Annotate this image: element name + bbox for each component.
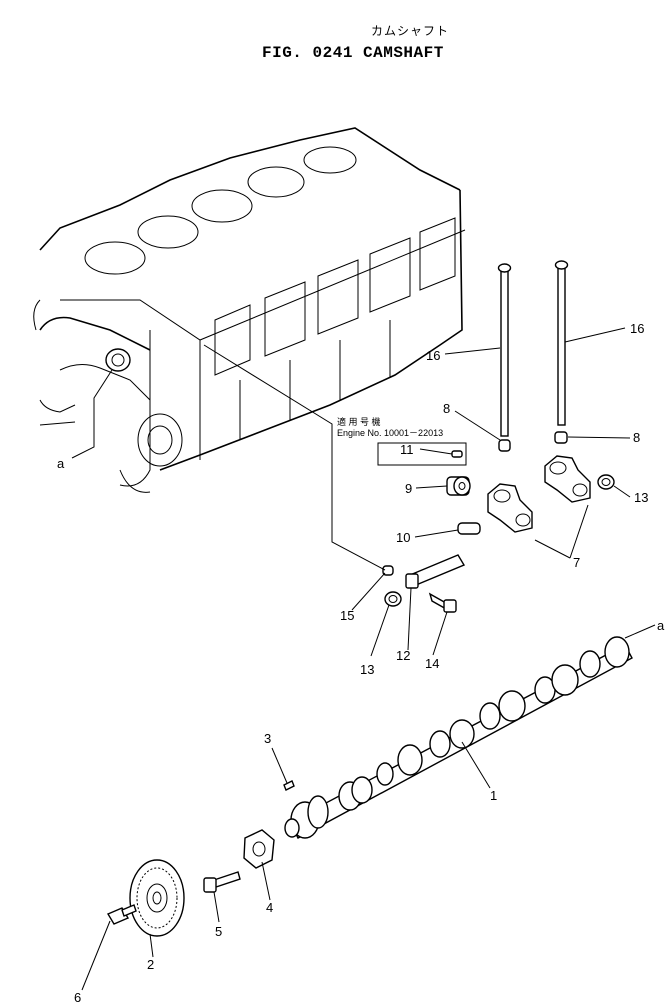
callout-2: 2 (147, 957, 154, 972)
callout-3: 3 (264, 731, 271, 746)
page-title: FIG. 0241 CAMSHAFT (262, 44, 444, 62)
cam-follower-assembly (487, 455, 591, 533)
small-pin (451, 450, 463, 458)
callout-10: 10 (396, 530, 410, 545)
callout-1: 1 (490, 788, 497, 803)
cam-gear (129, 859, 185, 937)
roller (446, 476, 471, 496)
tappet-cap-left (498, 439, 511, 452)
bolt-5 (203, 871, 241, 893)
plug (382, 565, 394, 576)
callout-13-left: 13 (360, 662, 374, 677)
callout-8-right: 8 (633, 430, 640, 445)
callout-a-right: a (657, 618, 665, 633)
snap-ring-right (597, 474, 615, 490)
thrust-plate (243, 829, 275, 869)
callout-8-left: 8 (443, 401, 450, 416)
callout-16-left: 16 (426, 348, 440, 363)
callout-15: 15 (340, 608, 354, 623)
pin (457, 522, 481, 535)
subtitle-jp: カムシャフト (371, 24, 450, 38)
callout-9: 9 (405, 481, 412, 496)
leader-lines (71, 327, 656, 991)
camshaft (284, 636, 633, 839)
callout-6: 6 (74, 990, 81, 1005)
push-rod-right (554, 260, 569, 426)
key (283, 780, 295, 791)
gear-bolt (106, 904, 137, 925)
callout-13-right: 13 (634, 490, 648, 505)
callout-4: 4 (266, 900, 273, 915)
callout-11: 11 (400, 442, 414, 457)
tappet-cap-right (554, 431, 568, 444)
callout-a-left: a (57, 456, 65, 471)
serial-note-label: 適 用 号 機 (337, 416, 381, 427)
callout-5: 5 (215, 924, 222, 939)
bolt-14 (428, 592, 457, 613)
snap-ring-left (384, 591, 402, 607)
callout-12: 12 (396, 648, 410, 663)
follower-shaft (405, 554, 466, 589)
callout-14: 14 (425, 656, 439, 671)
serial-note-engine-no: Engine No. 10001－22013 (337, 428, 443, 438)
callout-16-right: 16 (630, 321, 644, 336)
callout-7: 7 (573, 555, 580, 570)
push-rod-left (497, 263, 512, 437)
engine-block (33, 127, 466, 493)
